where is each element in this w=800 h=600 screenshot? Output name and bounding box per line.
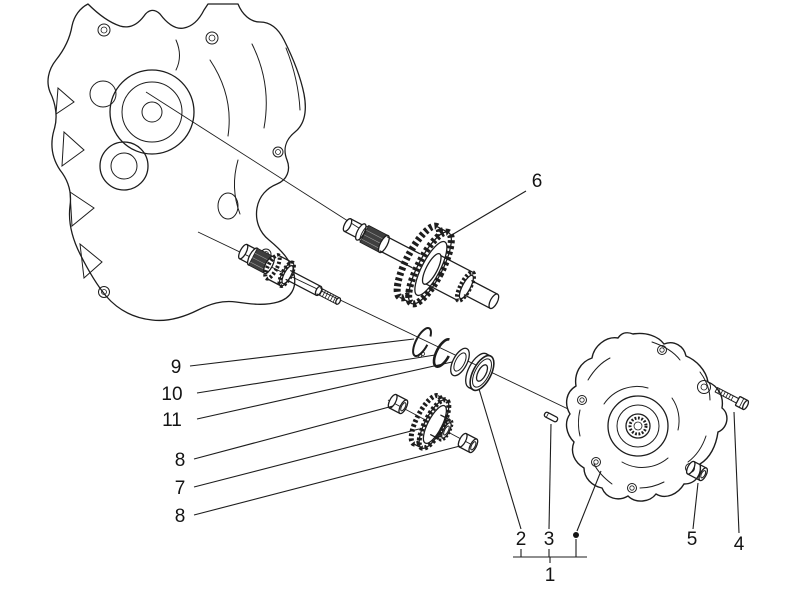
callout-11: 11 — [162, 410, 182, 431]
leader-7 — [193, 428, 420, 488]
callout-7: 7 — [175, 478, 186, 499]
leader-2 — [478, 388, 522, 530]
callout-3: 3 — [544, 529, 555, 550]
leader-1 — [576, 470, 602, 532]
leader-11 — [196, 361, 453, 420]
callout-9: 9 — [171, 357, 182, 378]
bushing-lower — [457, 432, 479, 454]
washer — [450, 347, 470, 377]
thread-ticks — [319, 288, 337, 303]
axis-line-upper — [145, 91, 363, 231]
callout-5: 5 — [687, 529, 698, 550]
leader-6 — [449, 190, 527, 237]
crankcase-outline — [47, 3, 306, 322]
leader-5 — [692, 482, 699, 530]
snap-ring — [432, 338, 454, 368]
bolt — [714, 387, 750, 411]
casting-hatch-mark — [79, 242, 103, 280]
reduction-gear — [408, 393, 454, 451]
callout-2: 2 — [516, 529, 527, 550]
bolt-thread-ticks — [717, 388, 734, 401]
callout-1-bracket — [513, 539, 587, 563]
leader-1-dot — [573, 532, 579, 538]
callout-8-lower: 8 — [175, 506, 186, 527]
leader-8-lower — [193, 445, 461, 516]
gear-teeth-front — [405, 228, 455, 308]
crankcase-bore-large — [109, 69, 195, 155]
leader-4 — [733, 411, 740, 534]
cover-ear-hole — [697, 380, 711, 394]
cover-hub-spline — [628, 416, 648, 436]
callout-6: 6 — [532, 171, 543, 192]
pinion-shaft — [238, 243, 342, 305]
ball-bearing — [465, 352, 495, 392]
gearbox-cover — [565, 332, 728, 502]
dowel-pin — [543, 411, 559, 423]
plug — [685, 460, 709, 482]
main-gear-shaft — [342, 218, 500, 310]
crankcase-bore-small — [99, 141, 149, 191]
callout-8-upper: 8 — [175, 450, 186, 471]
cover-hub-outer — [607, 395, 669, 457]
callout-4: 4 — [734, 534, 745, 555]
callout-10: 10 — [161, 384, 182, 405]
leader-8-upper — [193, 405, 394, 460]
leader-10 — [196, 354, 436, 394]
bushing-upper — [387, 393, 409, 415]
casting-hatch-mark — [69, 191, 95, 228]
casting-hatch-mark — [61, 130, 85, 168]
casting-hatch-mark — [55, 86, 75, 115]
callout-1: 1 — [545, 565, 556, 586]
leader-9 — [189, 338, 415, 367]
leader-3 — [548, 423, 552, 530]
circlip — [412, 326, 432, 358]
